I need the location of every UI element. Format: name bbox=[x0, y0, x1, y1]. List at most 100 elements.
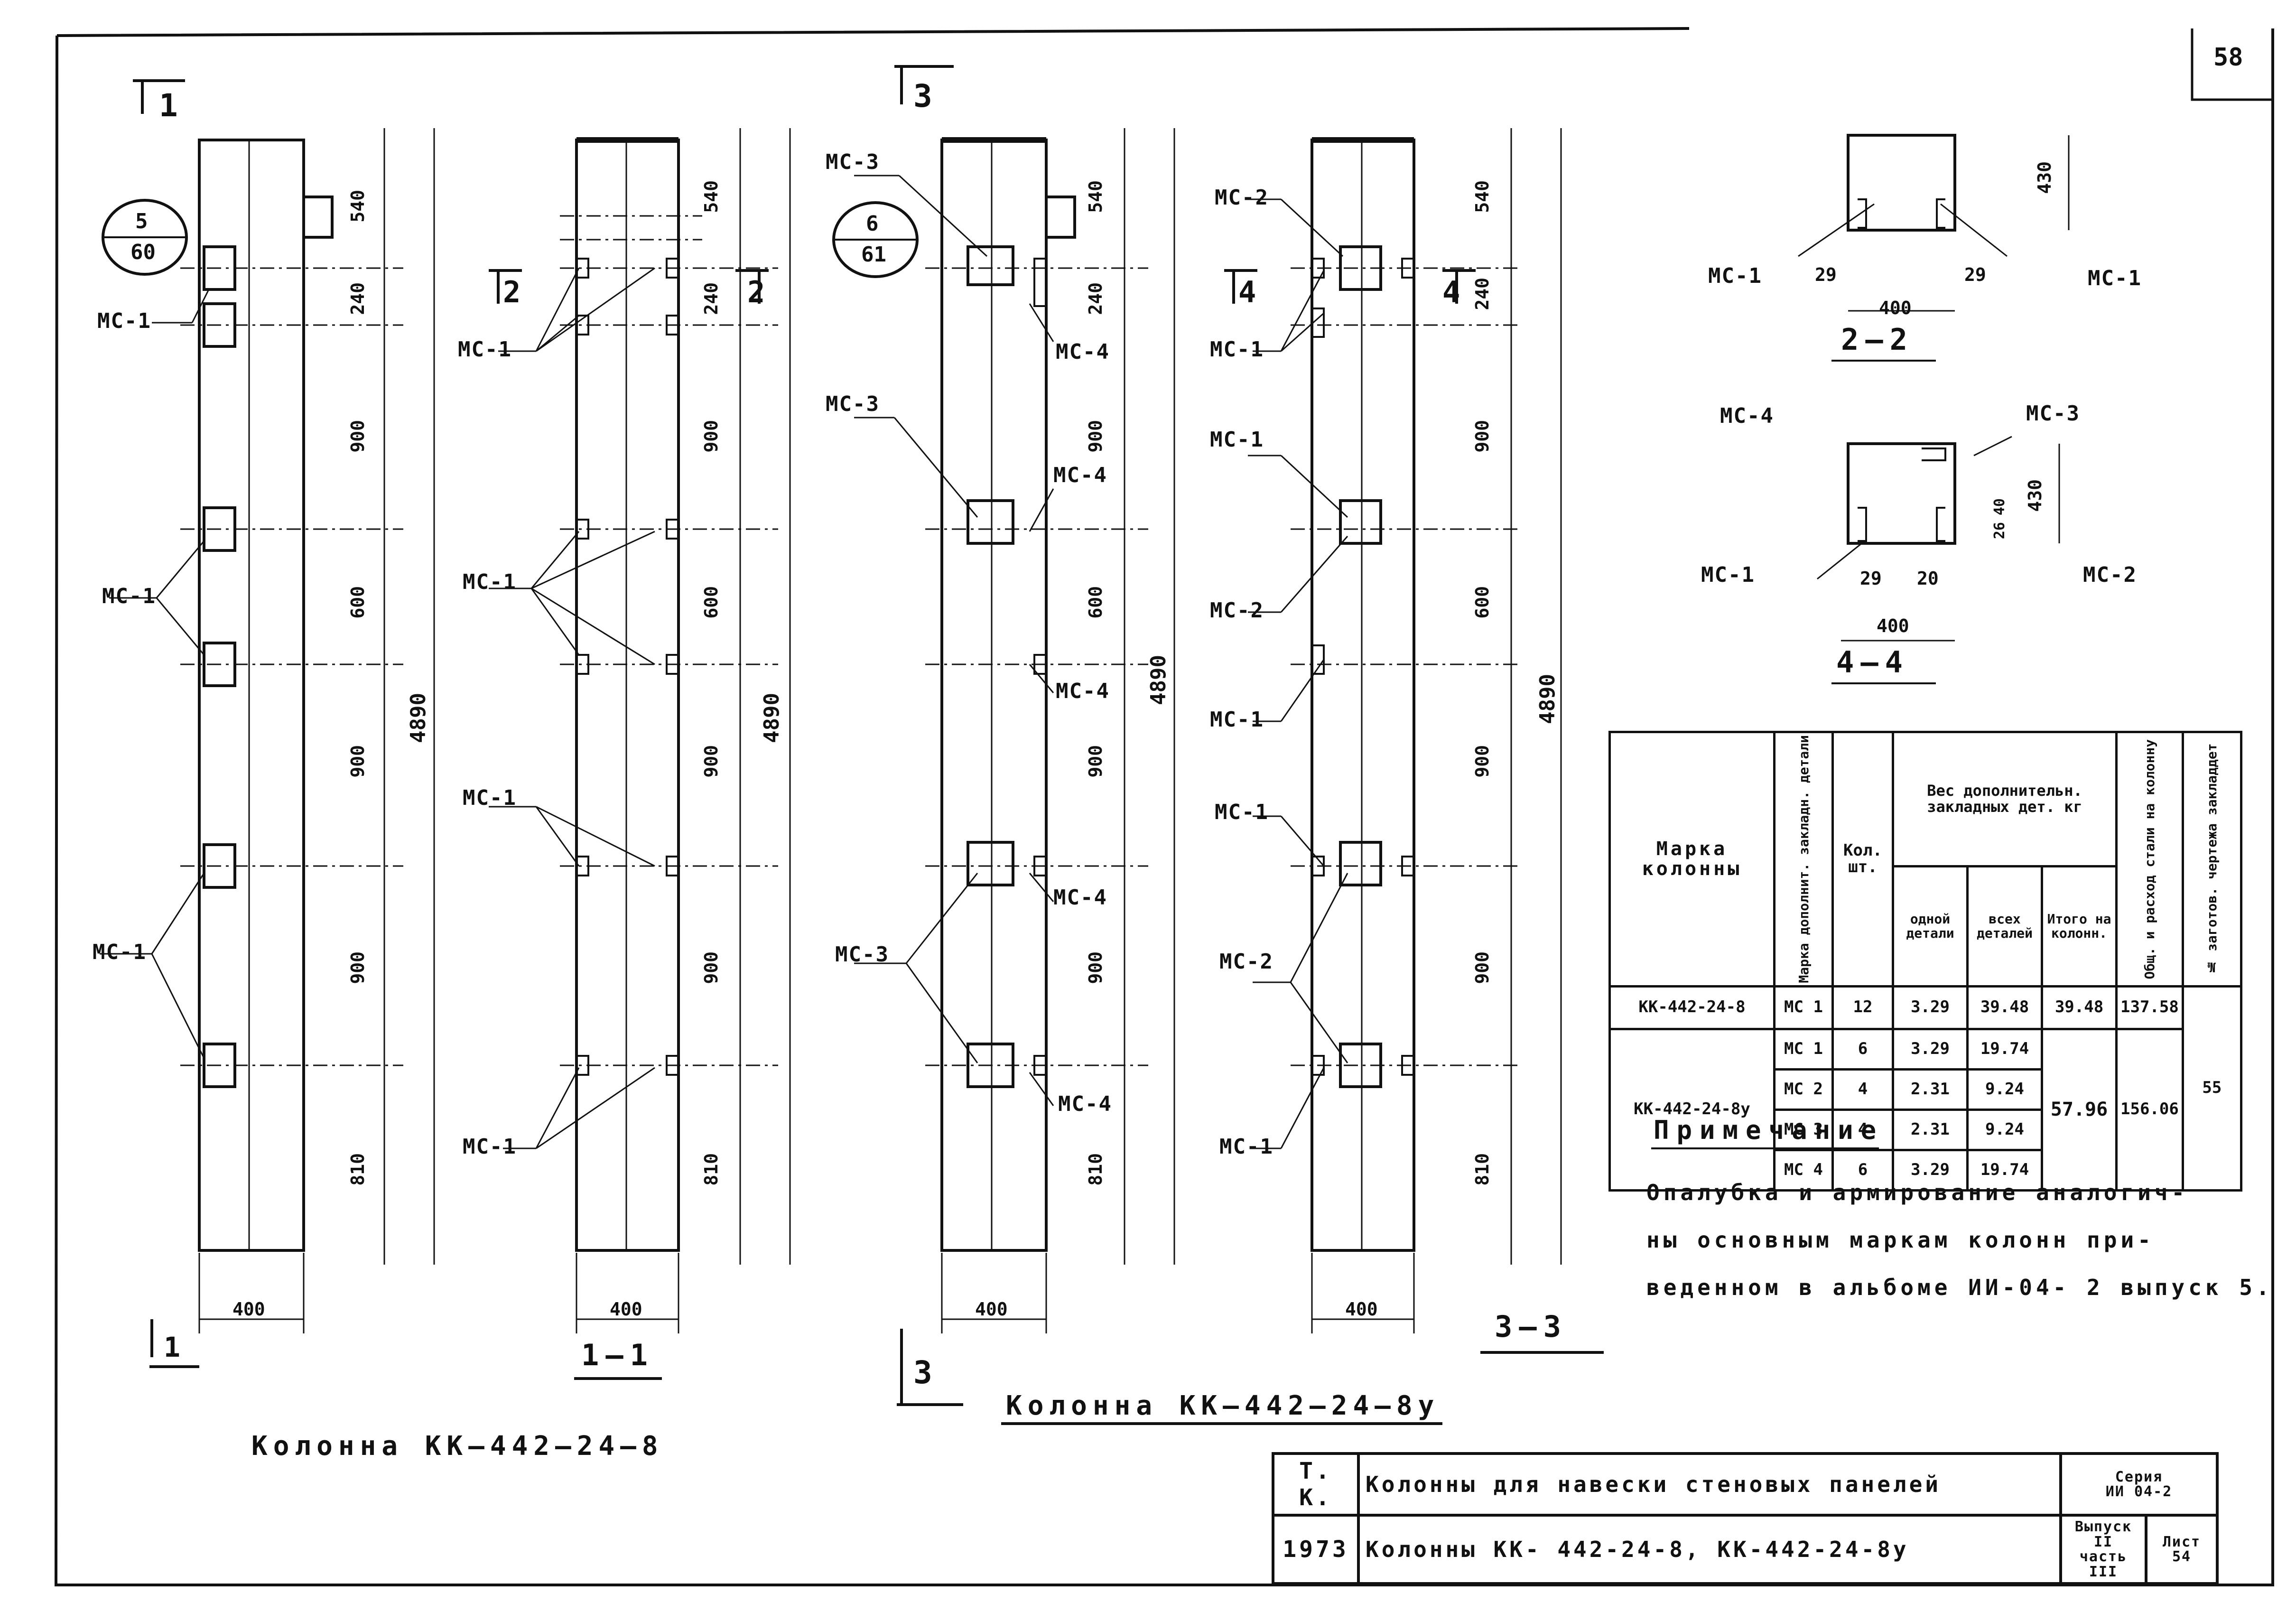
dim-900: 900 bbox=[347, 420, 368, 453]
label-mc1: МС-1 bbox=[1219, 1135, 1273, 1159]
th-steel: Общ. и расход стали на колонну bbox=[2116, 732, 2183, 987]
view-label-1-1: 1—1 bbox=[581, 1338, 654, 1372]
dim-width: 400 bbox=[1345, 1299, 1378, 1320]
dim-540: 540 bbox=[701, 180, 722, 213]
table-cell: 4 bbox=[1831, 1068, 1894, 1111]
dim-810: 810 bbox=[701, 1153, 722, 1186]
table-cell: 12 bbox=[1831, 985, 1894, 1030]
stamp-tk: Т. К. bbox=[1272, 1452, 1360, 1517]
table-cell: МС 4 bbox=[1773, 1148, 1834, 1192]
note-line: ны основным маркам колонн при- bbox=[1646, 1227, 2155, 1253]
dim-29: 29 bbox=[1964, 264, 1986, 285]
label-mc1: МС-1 bbox=[463, 570, 517, 594]
stamp-series-label: Серия bbox=[2115, 1468, 2163, 1485]
stamp-title-1: Колонны для навески стеновых панелей bbox=[1357, 1452, 2062, 1517]
dim-width: 400 bbox=[1877, 615, 1909, 636]
dim-29: 29 bbox=[1860, 568, 1882, 589]
th-all: всех деталей bbox=[1966, 865, 2043, 988]
label-mc4: МС-4 bbox=[1720, 404, 1774, 428]
callout-1-bottom: 60 bbox=[130, 240, 156, 264]
table-cell: 4 bbox=[1831, 1108, 1894, 1151]
stamp-series-value: ИИ 04-2 bbox=[2105, 1483, 2173, 1500]
view-label-3-3: 3—3 bbox=[1495, 1309, 1568, 1344]
table-cell: МС 1 bbox=[1773, 985, 1834, 1030]
column-4-elevation bbox=[1224, 128, 1604, 1354]
table-cell: МС 3 bbox=[1773, 1108, 1834, 1151]
label-mc4: МС-4 bbox=[1056, 340, 1110, 364]
dim-240: 240 bbox=[1472, 278, 1493, 310]
callout-2-top: 6 bbox=[866, 212, 879, 236]
column-1-elevation bbox=[100, 79, 435, 1368]
table-cell: 39.48 bbox=[2041, 985, 2118, 1030]
label-mc4: МС-4 bbox=[1053, 885, 1107, 910]
label-mc1: МС-1 bbox=[1708, 264, 1762, 288]
table-cell: 3.29 bbox=[1892, 1148, 1969, 1192]
dim-540: 540 bbox=[1085, 180, 1106, 213]
column-2-elevation bbox=[489, 128, 791, 1380]
section-marker-3-bottom: 3 bbox=[913, 1354, 932, 1391]
label-mc1: МС-1 bbox=[102, 584, 156, 608]
dim-600: 600 bbox=[1085, 586, 1106, 619]
label-mc3: МС-3 bbox=[826, 392, 880, 416]
dim-width: 400 bbox=[975, 1299, 1008, 1320]
section-marker-1-top: 1 bbox=[159, 87, 178, 124]
dim-total: 4890 bbox=[406, 693, 430, 743]
label-mc1: МС-1 bbox=[1210, 708, 1264, 732]
table-cell: 3.29 bbox=[1892, 985, 1969, 1030]
section-marker-2-left: 2 bbox=[503, 275, 521, 309]
dim-width: 400 bbox=[610, 1299, 642, 1320]
table-cell: 57.96 bbox=[2041, 1027, 2118, 1192]
label-mc4: МС-4 bbox=[1053, 463, 1107, 487]
label-mc2: МС-2 bbox=[1215, 186, 1269, 210]
label-mc1: МС-1 bbox=[1701, 563, 1755, 587]
th-qty: Кол. шт. bbox=[1831, 731, 1894, 988]
note-title: Примечание bbox=[1654, 1115, 1884, 1145]
dim-810: 810 bbox=[347, 1153, 368, 1186]
caption-column-kk-442-24-8u: Колонна КК—442—24—8у bbox=[1006, 1390, 1440, 1421]
dim-240: 240 bbox=[1085, 282, 1106, 315]
section-marker-1-bottom: 1 bbox=[164, 1331, 180, 1363]
label-mc2: МС-2 bbox=[2083, 563, 2137, 587]
section-marker-3-top: 3 bbox=[913, 78, 932, 114]
label-mc4: МС-4 bbox=[1056, 679, 1110, 703]
dim-900: 900 bbox=[1472, 745, 1493, 778]
label-mc1: МС-1 bbox=[463, 1135, 517, 1159]
table-cell: 19.74 bbox=[1966, 1148, 2043, 1192]
table-cell: 39.48 bbox=[1966, 985, 2043, 1030]
dim-430: 430 bbox=[2025, 479, 2045, 512]
caption-column-kk-442-24-8: Колонна КК—442—24—8 bbox=[251, 1431, 664, 1462]
section-2-2 bbox=[1798, 134, 2070, 362]
table-cell: 9.24 bbox=[1966, 1068, 2043, 1111]
th-weight: Вес дополнительн. закладных дет. кг bbox=[1892, 731, 2118, 867]
dim-total: 4890 bbox=[1146, 655, 1171, 705]
dim-810: 810 bbox=[1085, 1153, 1106, 1186]
stamp-year: 1973 bbox=[1272, 1514, 1360, 1585]
label-mc1: МС-1 bbox=[463, 786, 517, 810]
stamp-sheet-value: 54 bbox=[2172, 1548, 2192, 1565]
table-cell: 6 bbox=[1831, 1027, 1894, 1071]
dim-540: 540 bbox=[1472, 180, 1493, 213]
title-block: Т. К. Колонны для навески стеновых панел… bbox=[1272, 1452, 2219, 1585]
callout-2-bottom: 61 bbox=[861, 242, 886, 267]
stamp-title-2: Колонны КК- 442-24-8, КК-442-24-8у bbox=[1357, 1514, 2062, 1585]
dim-900: 900 bbox=[1085, 951, 1106, 984]
callout-1-top: 5 bbox=[135, 209, 148, 233]
label-mc1: МС-1 bbox=[2088, 266, 2142, 290]
dim-29: 29 bbox=[1815, 264, 1837, 285]
label-mc1: МС-1 bbox=[458, 337, 512, 362]
label-mc3: МС-3 bbox=[826, 150, 880, 174]
section-marker-4-left: 4 bbox=[1238, 275, 1256, 309]
dim-900: 900 bbox=[1085, 745, 1106, 778]
table-cell: 2.31 bbox=[1892, 1068, 1969, 1111]
th-total: Итого на колонн. bbox=[2041, 865, 2118, 988]
label-mc2: МС-2 bbox=[1219, 950, 1273, 974]
dim-900: 900 bbox=[1085, 420, 1106, 453]
dim-900: 900 bbox=[1472, 420, 1493, 453]
label-mc2: МС-2 bbox=[1210, 598, 1264, 623]
dim-240: 240 bbox=[701, 282, 722, 315]
table-cell: 6 bbox=[1831, 1148, 1894, 1192]
stamp-sheet: Лист 54 bbox=[2145, 1514, 2219, 1585]
dim-900: 900 bbox=[701, 951, 722, 984]
label-mc1: МС-1 bbox=[97, 309, 151, 333]
